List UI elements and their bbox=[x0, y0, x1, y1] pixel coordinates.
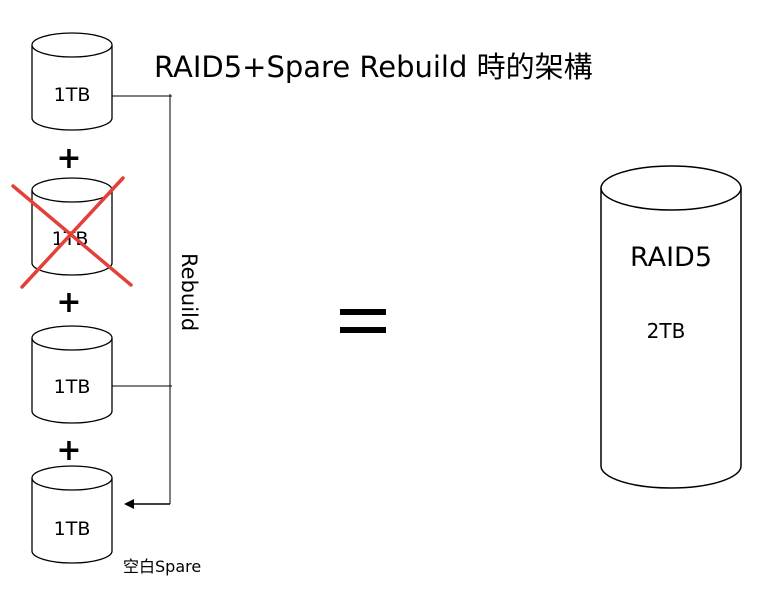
plus-sign-3: + bbox=[56, 433, 81, 468]
raid5-volume-top bbox=[600, 165, 742, 211]
equals-sign-icon bbox=[340, 309, 386, 333]
plus-sign-2: + bbox=[56, 285, 81, 320]
disk-4-body bbox=[31, 478, 113, 564]
disk-1: 1TB bbox=[31, 32, 113, 131]
disk-4-top bbox=[31, 465, 113, 491]
raid5-volume: RAID5 2TB bbox=[600, 165, 742, 489]
disk-4-label: 1TB bbox=[54, 518, 91, 540]
disk-3-top bbox=[31, 325, 113, 351]
failed-cross-icon bbox=[11, 176, 133, 289]
rebuild-label: Rebuild bbox=[177, 253, 201, 331]
disk-1-top bbox=[31, 32, 113, 58]
arrow-left-icon bbox=[124, 499, 134, 509]
raid5-volume-body bbox=[600, 188, 742, 489]
spare-label: 空白Spare bbox=[123, 557, 201, 576]
disk-2-failed: 1TB bbox=[11, 176, 133, 289]
rebuild-connector bbox=[112, 94, 172, 505]
raid5-capacity: 2TB bbox=[647, 319, 686, 343]
diagram-title: RAID5+Spare Rebuild 時的架構 bbox=[154, 50, 593, 84]
disk-3-label: 1TB bbox=[54, 376, 91, 398]
plus-sign-1: + bbox=[56, 141, 81, 176]
disk-1-label: 1TB bbox=[54, 84, 91, 106]
raid5-name: RAID5 bbox=[630, 242, 712, 273]
disk-2-top bbox=[31, 177, 113, 203]
disk-4-spare: 1TB bbox=[31, 465, 113, 564]
disk-3: 1TB bbox=[31, 325, 113, 424]
disk-1-body bbox=[31, 45, 113, 131]
disk-3-body bbox=[31, 338, 113, 424]
